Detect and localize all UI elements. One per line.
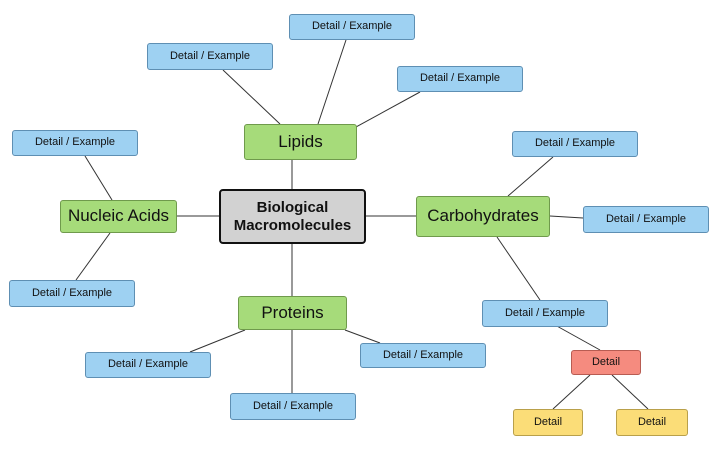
edge-nucleic-1 [84,155,113,201]
edge-carbo-2 [549,215,584,219]
topic-lipids-label: Lipids [278,131,323,151]
detail-text: Detail / Example [382,348,464,361]
edge-carbo-1 [507,156,554,197]
edge-lipids-1 [222,69,281,125]
detail-proteins-1[interactable]: Detail / Example [85,352,211,378]
edge-carbo3-red [554,324,601,351]
detail-lipids-3[interactable]: Detail / Example [397,66,523,92]
subdetail-yellow-right[interactable]: Detail [616,409,688,436]
edge-nucleic-2 [75,232,111,281]
detail-lipids-1[interactable]: Detail / Example [147,43,273,70]
detail-nucleic-2[interactable]: Detail / Example [9,280,135,307]
detail-text: Detail / Example [31,286,113,299]
subdetail-red[interactable]: Detail [571,350,641,375]
topic-nucleic-acids[interactable]: Nucleic Acids [60,200,177,233]
topic-carbohydrates-label: Carbohydrates [427,206,539,226]
detail-text: Detail / Example [605,212,687,225]
edge-lipids-2 [317,39,347,125]
detail-text: Detail / Example [504,306,586,319]
detail-text: Detail / Example [252,399,334,412]
edge-carbo-3 [496,236,541,301]
detail-text: Detail / Example [419,72,501,85]
topic-proteins-label: Proteins [261,302,324,322]
detail-text: Detail / Example [311,20,393,33]
edge-lipids-3 [344,91,421,134]
subdetail-text: Detail [533,415,563,428]
subdetail-yellow-left[interactable]: Detail [513,409,583,436]
edge-proteins-1 [189,329,246,353]
detail-proteins-2[interactable]: Detail / Example [230,393,356,420]
detail-carbo-2[interactable]: Detail / Example [583,206,709,233]
topic-proteins[interactable]: Proteins [238,296,347,330]
detail-carbo-3[interactable]: Detail / Example [482,300,608,327]
edge-red-yellow-right [611,374,649,410]
detail-carbo-1[interactable]: Detail / Example [512,131,638,157]
topic-nucleic-acids-label: Nucleic Acids [67,206,170,226]
topic-lipids[interactable]: Lipids [244,124,357,160]
detail-text: Detail / Example [534,137,616,150]
detail-text: Detail / Example [34,136,116,149]
detail-text: Detail / Example [107,358,189,371]
edge-proteins-3 [344,329,381,344]
topic-carbohydrates[interactable]: Carbohydrates [416,196,550,237]
detail-proteins-3[interactable]: Detail / Example [360,343,486,368]
detail-nucleic-1[interactable]: Detail / Example [12,130,138,156]
subdetail-text: Detail [637,415,667,428]
detail-lipids-2[interactable]: Detail / Example [289,14,415,40]
detail-text: Detail / Example [169,49,251,62]
edge-red-yellow-left [552,374,591,410]
subdetail-text: Detail [591,355,621,368]
